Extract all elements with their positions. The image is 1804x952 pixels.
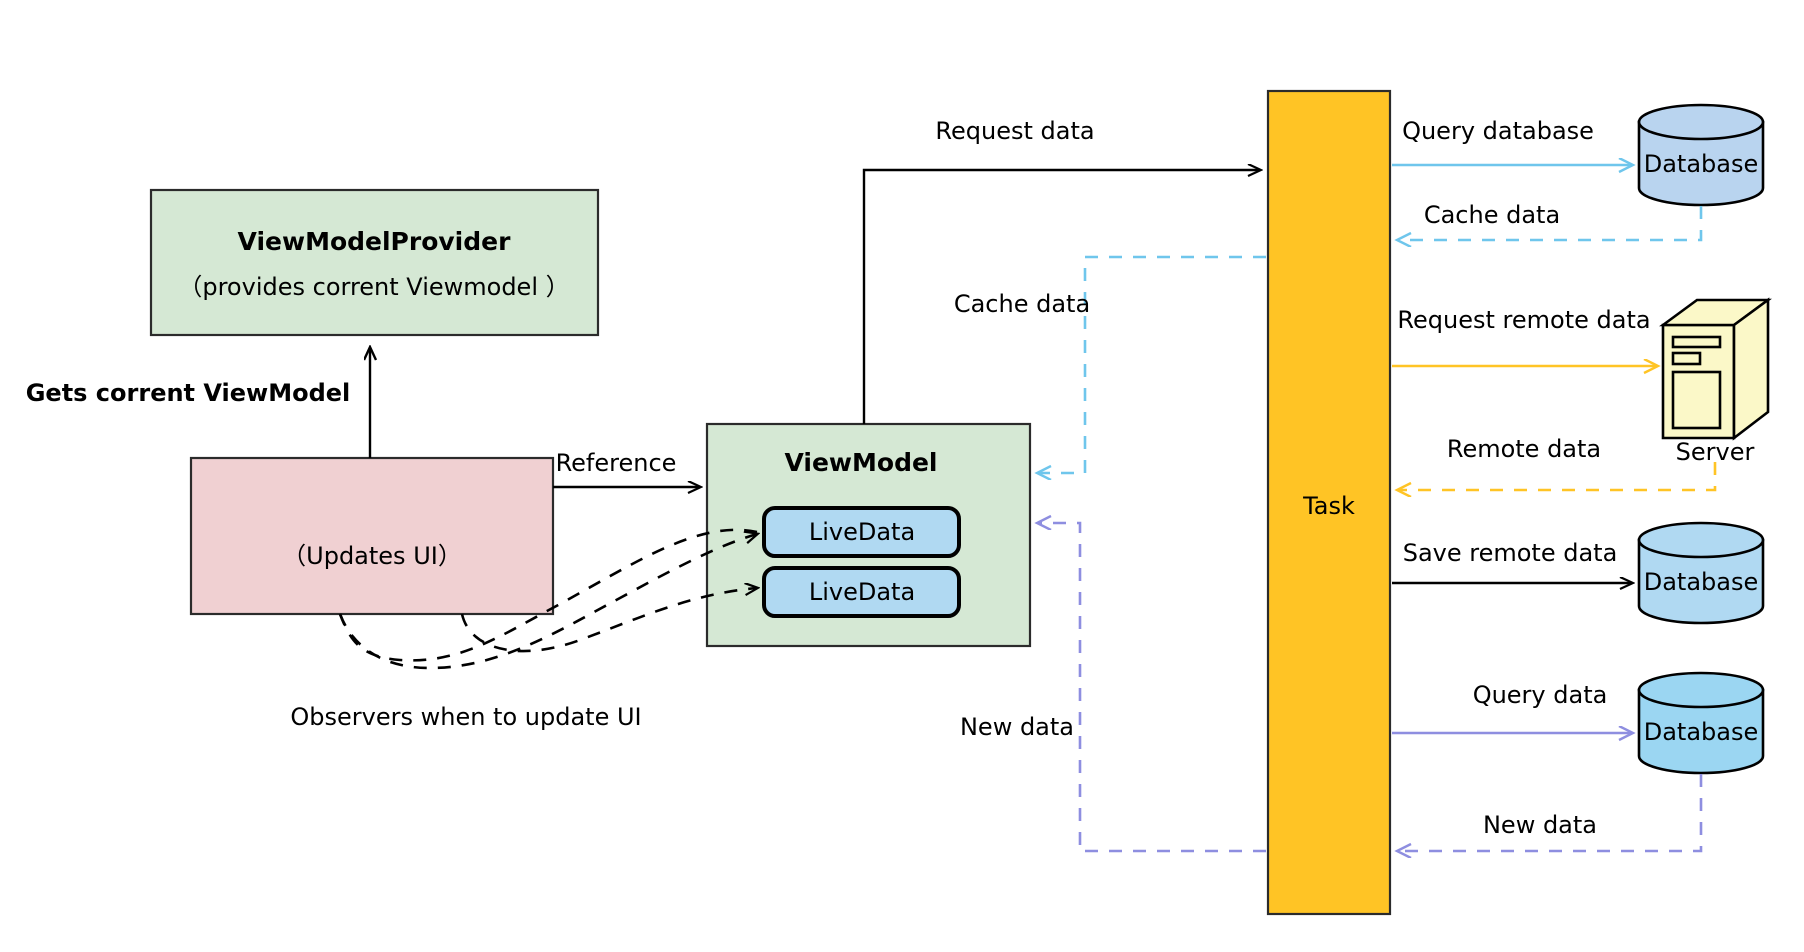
edge-label-query-data: Query data — [1473, 681, 1608, 709]
edge-gets-current-viewmodel: Gets corrent ViewModel — [26, 348, 370, 458]
activity-label: （Updates UI） — [282, 542, 462, 570]
edge-request-data: Request data — [862, 117, 1260, 424]
edge-request-remote-data: Request remote data — [1392, 306, 1657, 366]
edge-label-remote-data: Remote data — [1447, 435, 1601, 463]
node-task[interactable]: Task — [1266, 89, 1392, 916]
node-database-2[interactable]: Database — [1637, 521, 1765, 625]
node-server[interactable]: Server — [1659, 297, 1772, 466]
database-2-label: Database — [1644, 568, 1759, 596]
task-label: Task — [1302, 492, 1355, 520]
edge-label-save-remote-data: Save remote data — [1403, 539, 1618, 567]
edge-label-reference: Reference — [556, 449, 677, 477]
node-database-1[interactable]: Database — [1637, 103, 1765, 207]
livedata-2-label: LiveData — [809, 578, 915, 606]
viewmodelprovider-subtitle: （provides corrent Viewmodel ） — [178, 273, 569, 301]
node-activity-updates-ui[interactable]: （Updates UI） — [189, 456, 555, 616]
edge-label-new-data-to-viewmodel: New data — [960, 713, 1074, 741]
edge-label-query-database: Query database — [1402, 117, 1594, 145]
database-3-label: Database — [1644, 718, 1759, 746]
edge-label-cache-data-to-viewmodel: Cache data — [954, 290, 1090, 318]
database-1-label: Database — [1644, 150, 1759, 178]
node-livedata-2[interactable]: LiveData — [762, 566, 961, 618]
node-livedata-1[interactable]: LiveData — [762, 506, 961, 558]
edge-label-request-remote-data: Request remote data — [1397, 306, 1650, 334]
edge-new-data-to-viewmodel: New data — [960, 523, 1266, 853]
server-label: Server — [1676, 438, 1755, 466]
edge-observers-when-to-update-ui: Observers when to update UI — [290, 528, 757, 731]
viewmodelprovider-title: ViewModelProvider — [238, 227, 512, 256]
node-database-3[interactable]: Database — [1637, 671, 1765, 775]
edge-label-observers: Observers when to update UI — [290, 703, 641, 731]
edge-remote-data: Remote data — [1398, 435, 1717, 490]
edge-label-new-data-from-db: New data — [1483, 811, 1597, 839]
edge-save-remote-data: Save remote data — [1392, 539, 1632, 583]
livedata-1-label: LiveData — [809, 518, 915, 546]
viewmodel-title: ViewModel — [784, 448, 937, 477]
edge-query-database: Query database — [1392, 117, 1632, 165]
edge-cache-data-from-db: Cache data — [1398, 201, 1703, 240]
edge-label-request-data: Request data — [935, 117, 1094, 145]
edge-label-gets-current-viewmodel: Gets corrent ViewModel — [26, 379, 351, 407]
edge-label-cache-data-from-db: Cache data — [1424, 201, 1560, 229]
edge-cache-data-to-viewmodel: Cache data — [954, 255, 1266, 473]
node-viewmodelprovider[interactable]: ViewModelProvider （provides corrent View… — [149, 188, 600, 337]
edge-new-data-from-db: New data — [1398, 774, 1703, 851]
edge-reference: Reference — [553, 449, 700, 487]
node-viewmodel[interactable]: ViewModel LiveData LiveData — [705, 422, 1032, 648]
edge-query-data: Query data — [1392, 681, 1632, 733]
